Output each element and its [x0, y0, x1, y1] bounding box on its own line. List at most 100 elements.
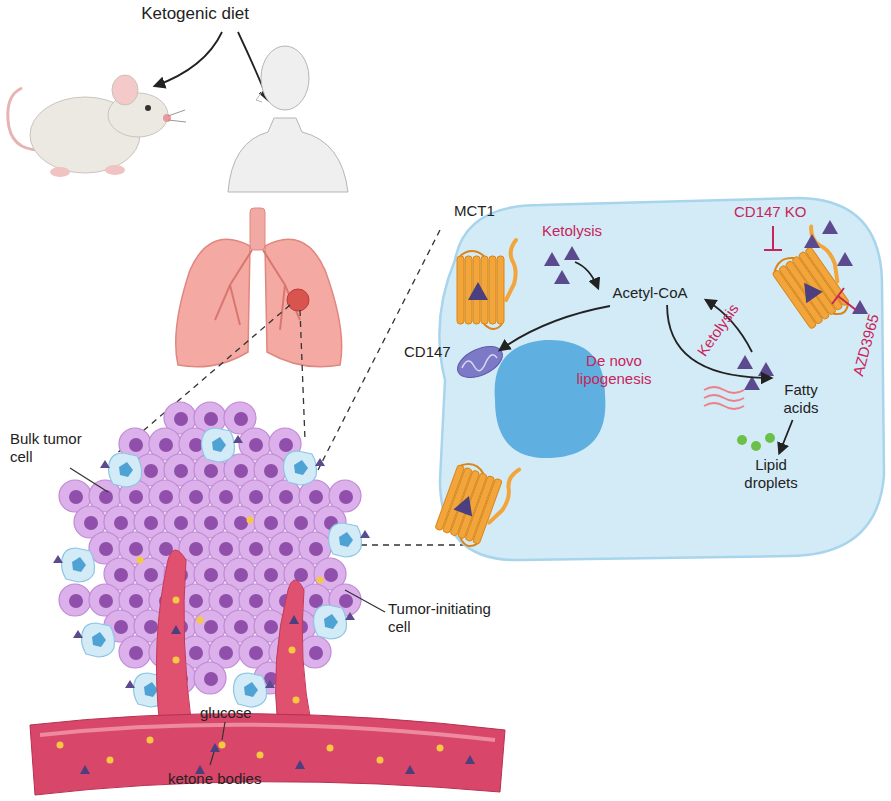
- cell-nucleus: [339, 532, 353, 547]
- cell-nucleus: [234, 412, 248, 426]
- cell-body: [119, 636, 151, 668]
- cell-nucleus: [212, 437, 226, 452]
- cell-nucleus: [114, 516, 128, 530]
- cell-nucleus: [189, 438, 203, 452]
- leader-lines: [70, 468, 385, 765]
- cell-nucleus: [189, 490, 203, 504]
- text-label: Bulk tumor cell: [10, 430, 95, 466]
- cell-nucleus: [279, 542, 293, 556]
- process-label: CD147 KO: [734, 203, 807, 221]
- ketone-triangles: [544, 220, 868, 390]
- inhibitor-marks-part: [764, 226, 782, 250]
- mouse-icon: [8, 75, 186, 177]
- tumor-initiating-cell: [53, 548, 95, 582]
- ketone-triangle: [210, 743, 220, 752]
- ketone-triangle: [100, 460, 110, 468]
- ketone-triangle: [73, 630, 83, 638]
- cell-nucleus: [174, 516, 188, 530]
- cell-body: [234, 673, 267, 707]
- leader-lines-part: [210, 752, 214, 765]
- cell-nucleus: [129, 542, 143, 556]
- tumor-initiating-cell: [284, 451, 326, 485]
- glucose-dot: [173, 657, 180, 664]
- lungs-icon-part: [250, 208, 265, 250]
- cell-nucleus: [234, 464, 248, 478]
- process-label: Ketolysis: [542, 222, 602, 240]
- ketone-triangles-part: [564, 246, 580, 260]
- cell-nucleus: [174, 464, 188, 478]
- mouse-icon-part: [105, 165, 125, 175]
- ketone-triangles-part: [852, 300, 868, 314]
- ketone-triangle: [171, 625, 181, 634]
- cell-nucleus: [204, 412, 218, 426]
- cell-nucleus: [219, 490, 233, 504]
- cell-nucleus: [204, 620, 218, 634]
- ketone-triangle: [360, 530, 370, 538]
- glucose-dot: [173, 597, 180, 604]
- cell-nucleus: [309, 542, 323, 556]
- blood-vessels-part: [156, 550, 192, 728]
- cell-body: [62, 548, 95, 582]
- cell-nucleus: [69, 490, 83, 504]
- cell-nucleus: [219, 646, 233, 660]
- tumor-initiating-cell-zoom-part: [453, 340, 507, 384]
- cell-nucleus: [249, 438, 263, 452]
- glucose-dot: [317, 577, 324, 584]
- glucose-dot: [57, 742, 64, 749]
- bulk-tumor-cell: [119, 636, 151, 668]
- transporters-part: [457, 240, 516, 329]
- ketone-triangle: [265, 680, 275, 688]
- cell-nucleus: [114, 620, 128, 634]
- pathway-arrows-part: [500, 306, 610, 350]
- glucose-dot: [327, 745, 334, 752]
- ketone-triangle: [53, 555, 63, 563]
- cell-body: [202, 428, 235, 462]
- pathway-arrows-part: [575, 262, 598, 288]
- human-icon: [228, 46, 348, 192]
- lungs-icon-part: [287, 289, 309, 311]
- cell-nucleus: [189, 542, 203, 556]
- glucose-dot: [437, 745, 444, 752]
- cell-nucleus: [189, 594, 203, 608]
- leader-lines-part: [70, 468, 108, 492]
- text-label: Tumor-initiating cell: [388, 600, 506, 636]
- node-text: Fatty acids: [770, 381, 832, 417]
- tumor-cells: [59, 402, 361, 694]
- cell-nucleus: [249, 594, 263, 608]
- ketone-triangles-part: [804, 234, 820, 248]
- cell-nucleus: [219, 542, 233, 556]
- cell-body: [59, 584, 91, 616]
- cell-nucleus: [264, 620, 278, 634]
- cell-nucleus: [244, 682, 258, 697]
- ketone-triangle: [233, 435, 243, 443]
- mouse-icon-part: [145, 105, 151, 111]
- cell-nucleus: [119, 462, 133, 477]
- cell-body: [194, 662, 226, 694]
- ketone-triangles-part: [837, 252, 853, 266]
- mouse-icon-part: [168, 110, 186, 122]
- transporters-part: [433, 449, 519, 553]
- cell-nucleus: [189, 646, 203, 660]
- lungs-icon-part: [265, 239, 342, 366]
- text-label: Ketogenic diet: [130, 5, 260, 23]
- ketone-triangle: [295, 760, 305, 769]
- glucose-dot: [247, 517, 254, 524]
- cell-nucleus: [234, 568, 248, 582]
- glucose-dot: [147, 737, 154, 744]
- cell-nucleus: [99, 542, 113, 556]
- blood-vessels-part: [40, 725, 495, 740]
- cell-nucleus: [324, 568, 338, 582]
- inhibitor-marks-part: [832, 288, 856, 310]
- text-label: CD147: [404, 343, 451, 361]
- cell-nucleus: [144, 620, 158, 634]
- ketone-triangle: [405, 765, 415, 774]
- cell-nucleus: [129, 594, 143, 608]
- ketone-triangles-part: [822, 220, 838, 234]
- blood-vessels-part: [276, 580, 312, 728]
- lungs-icon-part: [215, 250, 300, 330]
- cell-body: [284, 451, 317, 485]
- lipid-droplets-icon-part: [751, 441, 761, 451]
- fatty-acid-waves-part: [704, 387, 744, 393]
